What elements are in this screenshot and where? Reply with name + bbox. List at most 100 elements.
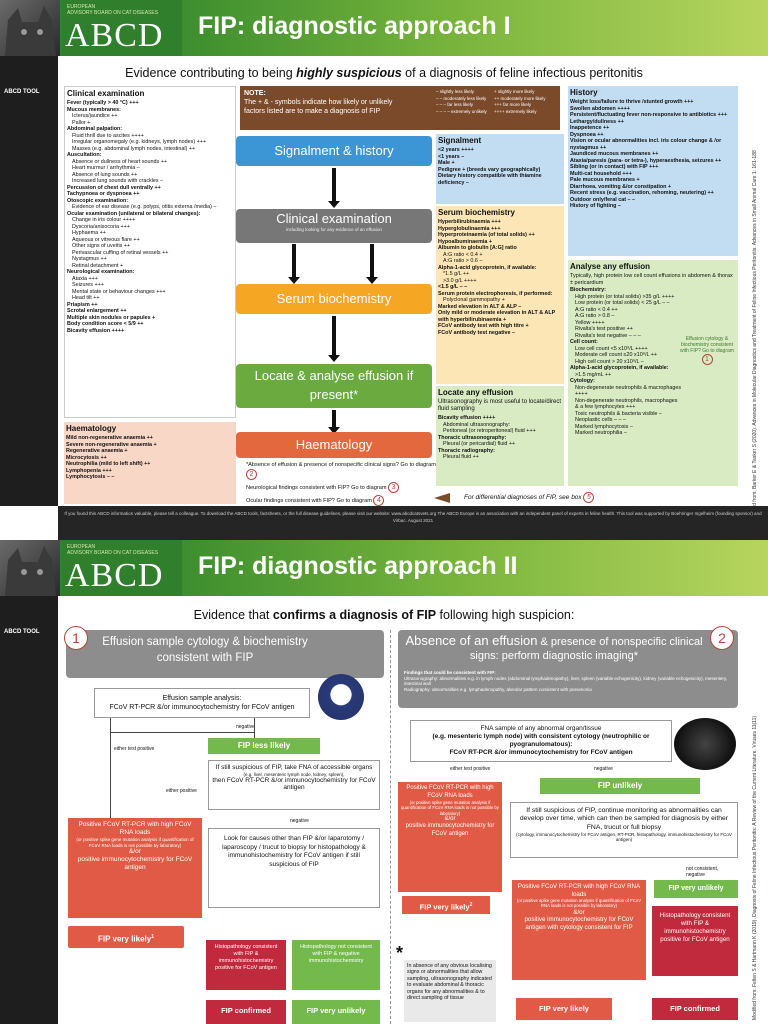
right-header-text: Absence of an effusion & presence of non… [404, 634, 704, 663]
fip-very-unlikely-left: FIP very unlikely [292, 1000, 380, 1024]
fna-box: If still suspicious of FIP, take FNA of … [208, 760, 380, 810]
effusion-sample-box: Effusion sample analysis:FCoV RT-PCR &/o… [94, 688, 310, 718]
clinical-item: Hyphaema ++ [72, 230, 106, 236]
clinical-item: Dyscoria/anisocoria +++ [72, 223, 130, 230]
serum-item: Hyperglobulinaemia +++ [438, 225, 501, 232]
cat-photo [0, 540, 60, 596]
connector [254, 718, 255, 738]
histo-negative-box: Histopathology not consistent with FIP &… [292, 940, 380, 990]
diagram-5-icon[interactable]: 5 [583, 492, 595, 503]
analyse-item: Marked neutrophilia – [575, 430, 627, 436]
analyse-item: High protein (or total solids) >35 g/L +… [575, 293, 675, 300]
positive-pcr-box: Positive FCoV RT-PCR with high FCoV RNA … [68, 818, 202, 918]
haematology-item: Severe non-regenerative anaemia + [66, 441, 157, 448]
history-item: Dyspnoea ++ [570, 131, 604, 138]
pos-ihc-right-text: positive immunocytochemistry for FCoV an… [405, 823, 495, 837]
subtitle-pre: Evidence that [193, 608, 273, 622]
page-subtitle: Evidence contributing to being highly su… [64, 66, 704, 80]
pos3-text: Positive FCoV RT-PCR with high FCoV RNA … [517, 883, 641, 898]
flow-notes: *Absence of effusion & presence of nonsp… [246, 462, 436, 506]
star-note: In absence of any obvious localising sig… [404, 960, 496, 1022]
subtitle-post: of a diagnosis of feline infectious peri… [401, 66, 643, 80]
analyse-item: Rivalta's test negative – – – [575, 332, 641, 339]
history-item: Vision or ocular abnormalities incl. iri… [570, 138, 722, 151]
cat-photo [0, 0, 60, 56]
logo-sub: ADVISORY BOARD ON CAT DISEASES [67, 550, 159, 556]
serum-item: Marked elevation in ALT & ALP – [438, 303, 522, 310]
haematology-item: Microcytosis ++ [66, 454, 107, 461]
serum-item: A:G ratio < 0.4 + [443, 251, 483, 258]
clinical-item: Abdominal palpation: [67, 126, 123, 132]
serum-item: Hyperbilirubinaemia +++ [438, 219, 501, 225]
clinical-exam-box: Clinical examination Fever (typically > … [64, 86, 236, 418]
histo-right-box: Histopathology consistent with FIP & imm… [652, 906, 738, 976]
signalment-item: <2 years ++++ [438, 147, 474, 153]
findings-us: Ultrasonography: abnormalities e.g. in l… [404, 675, 728, 687]
label-either: either positive [166, 788, 197, 794]
analyse-note: Effusion cytology & biochemistry consist… [678, 336, 736, 365]
fna-right-box: FNA sample of any abnormal organ/tissue(… [410, 720, 672, 762]
haematology-item: Neutrophilia (mild to left shift) ++ [66, 461, 151, 467]
serum-item: <1.5 g/L – – [438, 284, 468, 290]
signalment-box: Signalment <2 years ++++<1 years –Male +… [436, 134, 564, 204]
analyse-item: Yellow ++++ [575, 319, 605, 326]
history-item: Jaundiced mucous membranes ++ [570, 151, 659, 157]
subtitle-post: following high suspicion: [436, 608, 575, 622]
clinical-item: Change in iris colour ++++ [72, 217, 136, 223]
arrow-down [366, 244, 378, 284]
pos-pcr-text: Positive FCoV RT-PCR with high FCoV RNA … [78, 821, 192, 836]
analyse-item: Cytology: [570, 378, 595, 384]
diagram-1-icon[interactable]: 1 [701, 354, 713, 365]
haematology-list: Mild non-regenerative anaemia ++Severe n… [66, 435, 234, 481]
asterisk: * [396, 943, 404, 963]
history-item: Multi-cat household +++ [570, 170, 632, 177]
findings-rad: Radiography: abnormalities e.g. lymphade… [404, 686, 592, 692]
diagram-2-icon[interactable]: 2 [246, 469, 257, 480]
haematology-item: Lymphocytosis – – [66, 474, 115, 480]
ultrasound-image [674, 718, 736, 770]
fip-confirmed-left: FIP confirmed [206, 1000, 286, 1024]
positive-pcr-right: Positive FCoV RT-PCR with high FCoV RNA … [398, 782, 502, 892]
differential-label: For differential diagnoses of FIP, see b… [464, 494, 582, 501]
history-item: Lethargy/dullness ++ [570, 118, 624, 125]
locate-item: Pleural fluid ++ [443, 454, 479, 460]
clinical-item: Ataxia +++ [72, 275, 98, 282]
clinical-item: Neurological examination: [67, 269, 135, 275]
findings-title: Findings that could be consistent with F… [404, 670, 496, 675]
diagram-4-icon[interactable]: 4 [373, 495, 385, 506]
analyse-item: Neoplastic cells – – – [575, 417, 626, 423]
diagram-3-icon[interactable]: 3 [388, 482, 400, 493]
clinical-item: Absence or dullness of heart sounds ++ [72, 158, 167, 165]
history-list: Weight loss/failure to thrive /stunted g… [570, 99, 736, 210]
circle-1-icon: 1 [64, 626, 88, 650]
fip-very-likely-text: FIP very likely [97, 934, 152, 944]
analyse-item: Toxic neutrophils & bacteria visible – [575, 410, 662, 417]
clinical-item: Aqueous or vitreous flare ++ [72, 236, 140, 243]
differential-row: For differential diagnoses of FIP, see b… [434, 488, 644, 503]
flow-signalment: Signalment & history [236, 136, 432, 166]
analyse-item: A:G ratio < 0.4 ++ [575, 306, 618, 313]
history-item: Pale mucous membranes + [570, 177, 640, 183]
analyse-item: Rivalta's test positive ++ [575, 326, 633, 332]
note-box: NOTE:The + & - symbols indicate how like… [240, 86, 560, 130]
locate-text: Ultrasonography is most useful to locate… [438, 399, 562, 412]
note-neuro: Neurological findings consistent with FI… [246, 482, 436, 493]
subtitle-emphasis: highly suspicious [296, 66, 402, 80]
locate-item: Thoracic ultrasonography: [438, 434, 507, 441]
sidebar: ABCD TOOL [0, 596, 58, 1024]
sidebar: ABCD TOOL [0, 56, 58, 506]
fna-right-sub: (e.g. mesenteric lymph node) with consis… [432, 733, 650, 748]
signalment-title: Signalment [438, 136, 482, 145]
analyse-item: Biochemistry: [570, 287, 606, 293]
monitor-text: If still suspicious of FIP, continue mon… [519, 807, 729, 831]
analyse-item: >1.5 mg/mL ++ [575, 371, 612, 378]
footnote-2: 2 [469, 902, 473, 908]
fip-very-likely-1: FIP very likely1 [68, 926, 184, 948]
legend-item: – – – – extremely unlikely [436, 108, 487, 114]
legend-item: ++ moderately more likely [494, 95, 546, 101]
locate-item: Pleural (or pericardial) fluid ++ [443, 441, 516, 447]
locate-item: Bicavity effusion ++++ [438, 415, 496, 421]
